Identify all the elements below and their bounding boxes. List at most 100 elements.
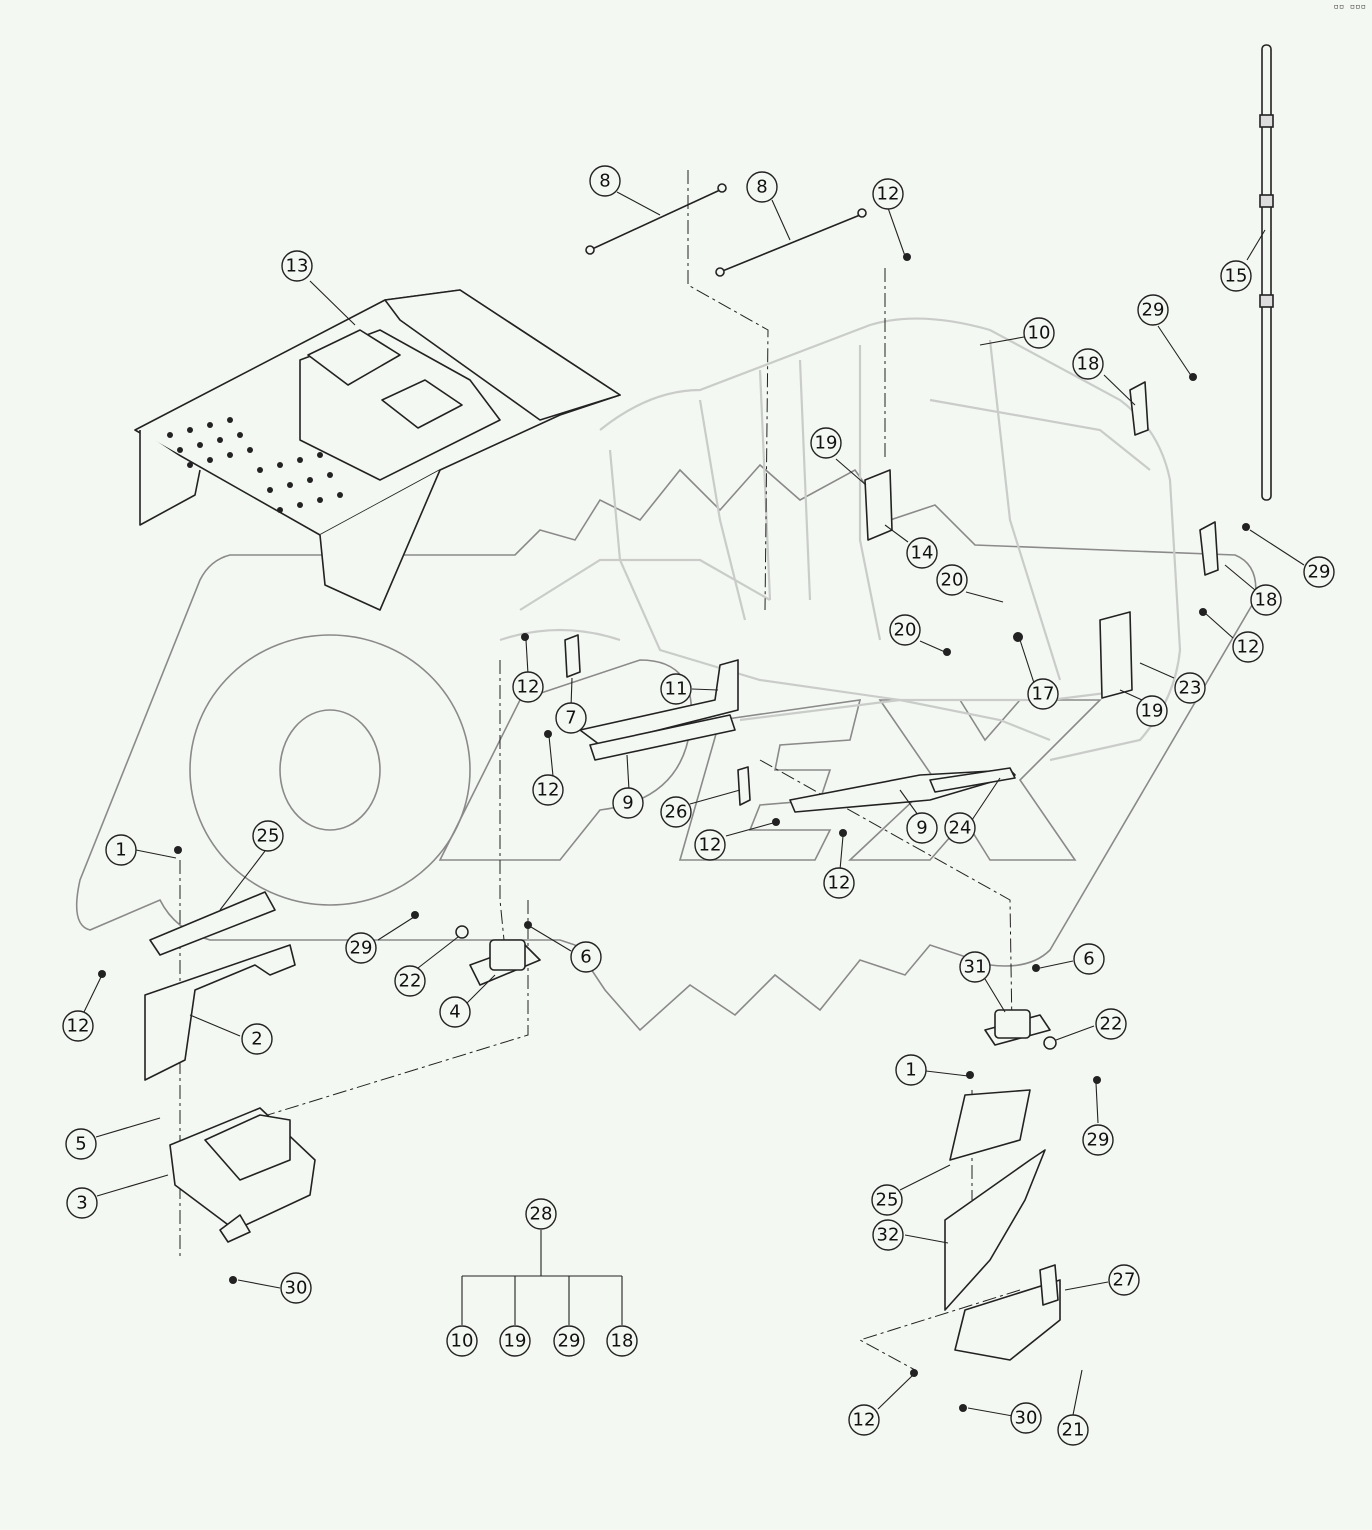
callout-8-b: 8 [746, 171, 778, 203]
svg-text:1: 1 [905, 1060, 916, 1081]
callout-12-d: 12 [823, 867, 855, 899]
callout-29-mid: 29 [345, 932, 377, 964]
part-19-bracket [864, 469, 1133, 699]
callout-30-left: 30 [280, 1272, 312, 1304]
part-25-step-right [949, 1089, 1031, 1161]
leader-lines [83, 191, 1305, 1419]
watermark-letter-x [847, 699, 1102, 861]
svg-text:18: 18 [611, 1331, 634, 1352]
watermark-letter-o-inner [279, 709, 381, 831]
callout-3: 3 [66, 1187, 98, 1219]
svg-text:8: 8 [756, 177, 767, 198]
callout-29-top: 29 [1137, 294, 1169, 326]
svg-text:22: 22 [1100, 1014, 1123, 1035]
svg-text:7: 7 [565, 708, 576, 729]
svg-text:10: 10 [1028, 323, 1051, 344]
corner-mark: ▫▫ ▫▫▫ [1333, 2, 1366, 12]
callout-9-left: 9 [612, 787, 644, 819]
svg-text:3: 3 [76, 1193, 87, 1214]
svg-text:12: 12 [67, 1016, 90, 1037]
fasteners [98, 253, 1250, 1412]
callout-1-left: 1 [105, 834, 137, 866]
svg-text:17: 17 [1032, 684, 1055, 705]
svg-text:22: 22 [399, 971, 422, 992]
callout-12-top: 12 [872, 178, 904, 210]
svg-text:18: 18 [1255, 590, 1278, 611]
svg-text:27: 27 [1113, 1270, 1136, 1291]
callout-6-right: 6 [1073, 943, 1105, 975]
callout-12-c: 12 [694, 829, 726, 861]
callout-11: 11 [660, 673, 692, 705]
callout-29-right: 29 [1303, 556, 1335, 588]
svg-text:9: 9 [622, 793, 633, 814]
callout-20-b: 20 [889, 614, 921, 646]
callout-12-e: 12 [62, 1010, 94, 1042]
callout-4: 4 [439, 996, 471, 1028]
svg-text:30: 30 [1015, 1408, 1038, 1429]
callout-25-right: 25 [871, 1184, 903, 1216]
callout-14: 14 [906, 537, 938, 569]
part-13-hood [134, 289, 621, 611]
svg-text:24: 24 [949, 818, 972, 839]
svg-text:12: 12 [537, 780, 560, 801]
callout-21: 21 [1057, 1414, 1089, 1446]
hood-perforation [167, 417, 343, 513]
callout-19-top: 19 [810, 427, 842, 459]
part-2-bracket-left [144, 944, 296, 1081]
svg-text:6: 6 [1083, 949, 1094, 970]
svg-text:2: 2 [251, 1029, 262, 1050]
svg-text:12: 12 [853, 1410, 876, 1431]
svg-text:29: 29 [558, 1331, 581, 1352]
callout-12-low: 12 [848, 1404, 880, 1436]
svg-text:14: 14 [911, 543, 934, 564]
part-11-and-9-rails [579, 659, 1016, 813]
part-32-bracket-right [944, 1149, 1046, 1311]
svg-text:26: 26 [665, 802, 688, 823]
callout-1-right: 1 [895, 1054, 927, 1086]
part-31-hinge [984, 1009, 1051, 1046]
callout-29-kit: 29 [553, 1325, 585, 1357]
svg-text:29: 29 [1087, 1130, 1110, 1151]
callout-10-kit: 10 [446, 1325, 478, 1357]
callout-23: 23 [1174, 672, 1206, 704]
callout-18-top: 18 [1072, 348, 1104, 380]
callout-31: 31 [959, 951, 991, 983]
svg-text:1: 1 [115, 840, 126, 861]
callout-28: 28 [525, 1198, 557, 1230]
callout-2: 2 [241, 1023, 273, 1055]
watermark-logo [75, 463, 1257, 1032]
part-25-step-left [149, 891, 276, 956]
svg-text:4: 4 [449, 1002, 460, 1023]
callout-18-right: 18 [1250, 584, 1282, 616]
part-4-hinge [469, 939, 541, 986]
callout-8-a: 8 [589, 165, 621, 197]
svg-text:15: 15 [1225, 266, 1248, 287]
watermark-letter-o [189, 634, 471, 906]
callout-27: 27 [1108, 1264, 1140, 1296]
callout-25-left: 25 [252, 820, 284, 852]
svg-text:20: 20 [894, 620, 917, 641]
callout-19-right: 19 [1136, 695, 1168, 727]
svg-text:18: 18 [1077, 354, 1100, 375]
svg-text:25: 25 [257, 826, 280, 847]
part-3-step-base-left [169, 1107, 316, 1243]
svg-text:11: 11 [665, 679, 688, 700]
svg-text:12: 12 [699, 835, 722, 856]
svg-text:32: 32 [877, 1225, 900, 1246]
svg-text:28: 28 [530, 1204, 553, 1225]
svg-text:30: 30 [285, 1278, 308, 1299]
svg-text:19: 19 [1141, 701, 1164, 722]
callout-9-right: 9 [906, 812, 938, 844]
watermark-letter-p [438, 659, 693, 861]
callout-15: 15 [1220, 260, 1252, 292]
svg-text:5: 5 [75, 1134, 86, 1155]
callout-26: 26 [660, 796, 692, 828]
callout-20-a: 20 [936, 564, 968, 596]
callout-7: 7 [555, 702, 587, 734]
callout-6-left: 6 [570, 941, 602, 973]
svg-text:23: 23 [1179, 678, 1202, 699]
part-8-gas-struts [585, 183, 867, 277]
callout-22-right: 22 [1095, 1008, 1127, 1040]
svg-text:29: 29 [350, 938, 373, 959]
